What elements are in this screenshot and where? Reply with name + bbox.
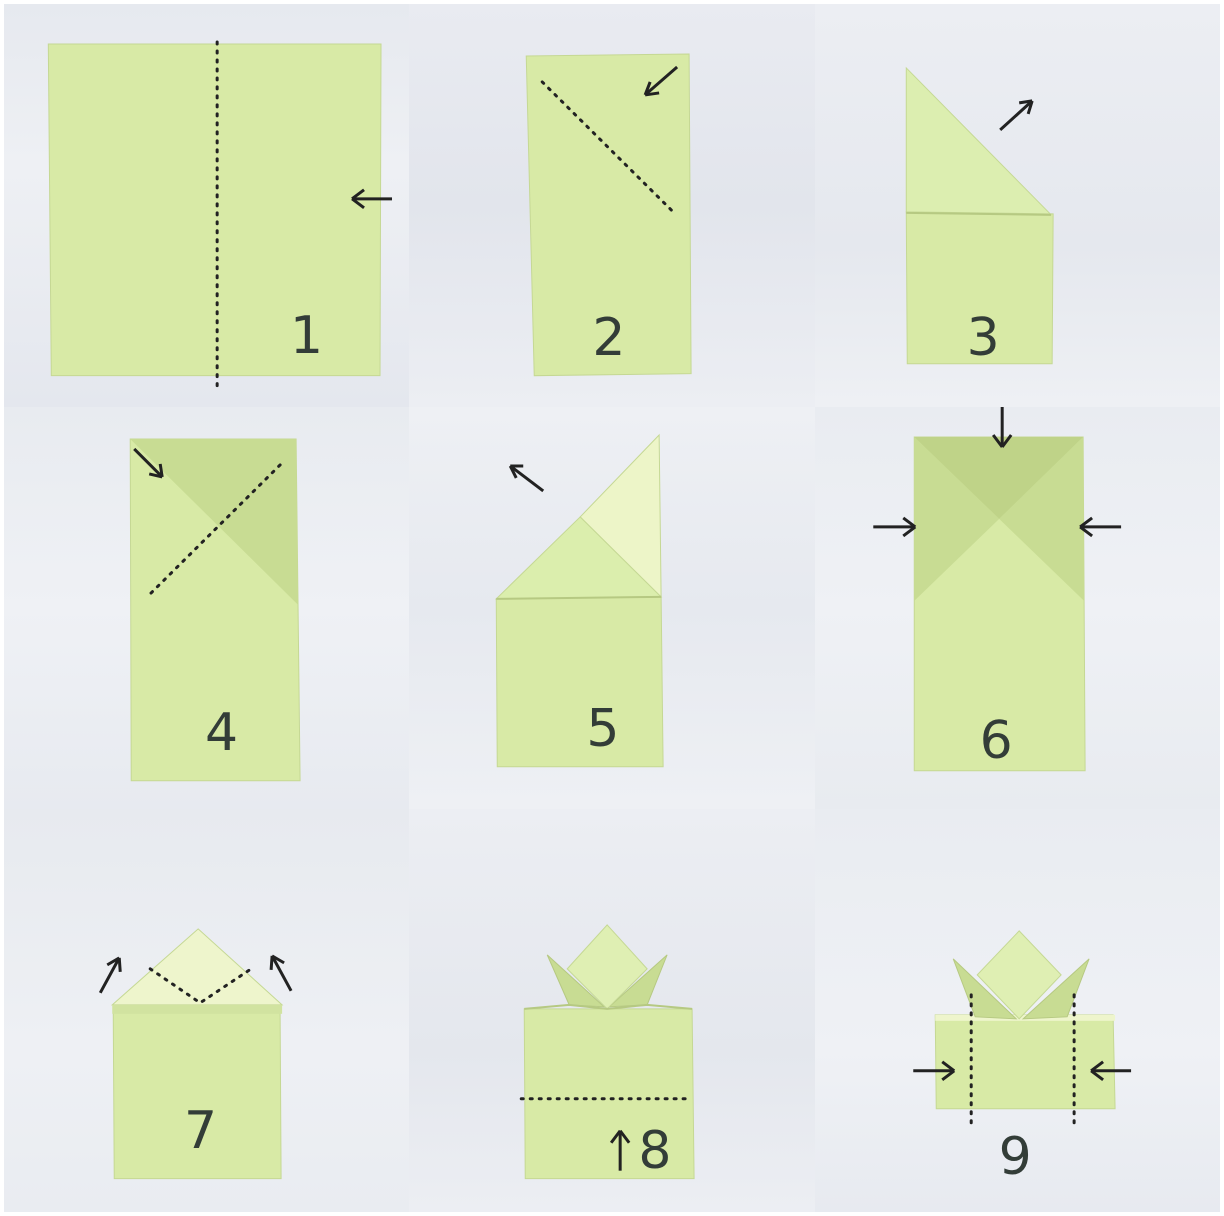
- fold-band: [112, 1005, 282, 1014]
- step-2-panel: 2: [409, 4, 814, 407]
- step-number: 2: [592, 312, 625, 364]
- arrow-up-right-icon: [1000, 101, 1032, 130]
- arrow-up-right-icon: [271, 956, 291, 991]
- step-6-diagram: [815, 407, 1220, 810]
- step-1-panel: 1: [4, 4, 409, 407]
- triangle-top: [112, 929, 282, 1005]
- folded-triangle: [906, 68, 1050, 214]
- step-3-diagram: [815, 4, 1220, 407]
- step-number: 4: [205, 707, 238, 759]
- step-7-panel: 7: [4, 809, 409, 1212]
- step-5-panel: 5: [409, 407, 814, 810]
- step-number: 3: [967, 312, 1000, 364]
- arrow-up-left-icon: [100, 958, 120, 993]
- step-number: 8: [638, 1125, 671, 1177]
- step-9-panel: 9: [815, 809, 1220, 1212]
- arrow-right-icon: [873, 518, 915, 536]
- origami-instructions-grid: 1 2 3: [4, 4, 1220, 1212]
- arrow-up-left-icon: [511, 466, 544, 491]
- step-3-panel: 3: [815, 4, 1220, 407]
- paper-lower: [497, 597, 664, 767]
- step-number: 7: [184, 1105, 217, 1157]
- step-number: 9: [999, 1131, 1032, 1183]
- paper-square: [48, 44, 381, 376]
- step-number: 5: [586, 703, 619, 755]
- arrow-down-icon: [993, 407, 1011, 447]
- step-6-panel: 6: [815, 407, 1220, 810]
- arrow-left-icon: [1080, 518, 1121, 536]
- arrow-right-icon: [913, 1062, 954, 1080]
- step-8-diagram: [409, 809, 814, 1212]
- step-number: 6: [980, 715, 1013, 767]
- step-8-panel: 8: [409, 809, 814, 1212]
- step-number: 1: [290, 310, 323, 362]
- step-4-panel: 4: [4, 407, 409, 810]
- step-1-diagram: [4, 4, 409, 407]
- paper-body: [935, 1015, 1115, 1109]
